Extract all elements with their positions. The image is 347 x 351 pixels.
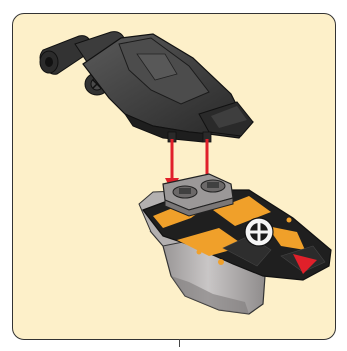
assembly-illustration bbox=[13, 14, 336, 340]
instruction-panel bbox=[12, 13, 336, 340]
black-cockpit-piece bbox=[40, 32, 253, 142]
crosshair-emblem-icon bbox=[245, 218, 273, 246]
base-assembly bbox=[139, 174, 331, 314]
page-divider-tick bbox=[179, 339, 180, 347]
